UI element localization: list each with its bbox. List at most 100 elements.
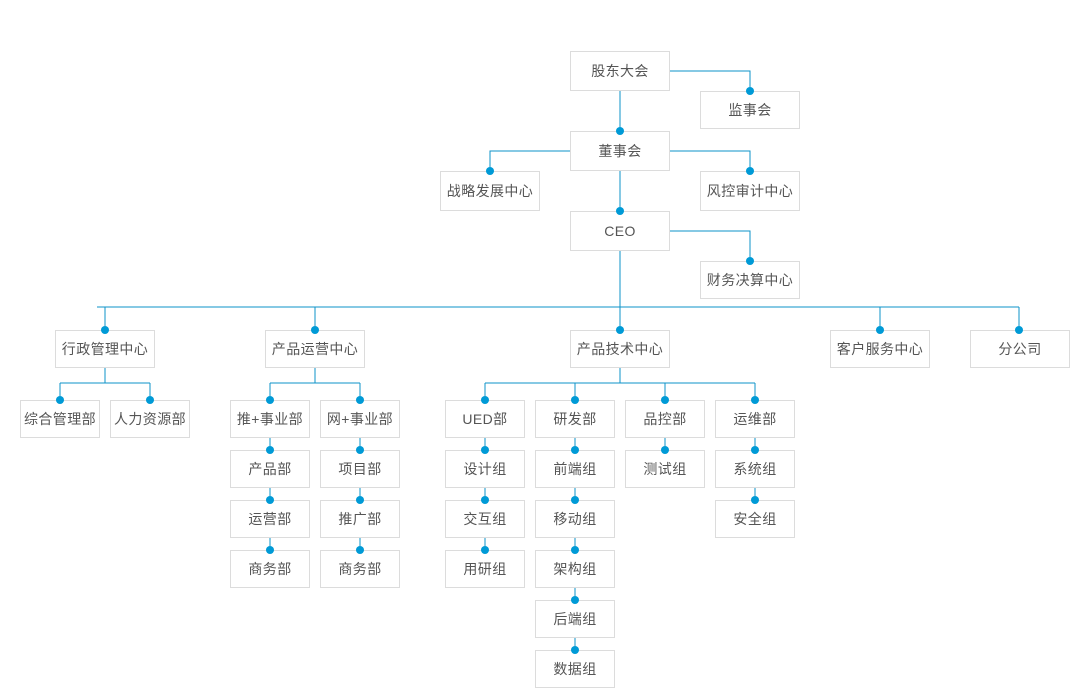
org-node-ops-a3[interactable]: 运营部 (230, 500, 310, 538)
connector-dot-dot-branch (1015, 326, 1023, 334)
org-node-label: 交互组 (463, 511, 507, 527)
connector-dot-dot-ceo (616, 207, 624, 215)
org-node-label: 前端组 (553, 461, 597, 477)
connector-dot-dot-tech-b1 (571, 396, 579, 404)
org-node-supervisors[interactable]: 监事会 (700, 91, 800, 129)
connector-dot-dot-tech-b5 (571, 596, 579, 604)
connector-dot-dot-ops-a1 (266, 396, 274, 404)
org-node-label: 商务部 (338, 561, 382, 577)
org-node-label: 产品技术中心 (576, 341, 664, 357)
org-node-shareholders[interactable]: 股东大会 (570, 51, 670, 91)
org-node-label: 研发部 (553, 411, 597, 427)
org-node-finance[interactable]: 财务决算中心 (700, 261, 800, 299)
connector-dot-dot-ops-b2 (356, 446, 364, 454)
org-node-label: 用研组 (463, 561, 507, 577)
org-node-label: 股东大会 (591, 63, 649, 79)
org-node-ops-a2[interactable]: 产品部 (230, 450, 310, 488)
org-node-admin-1[interactable]: 综合管理部 (20, 400, 100, 438)
connector-dot-dot-tech-d2 (751, 446, 759, 454)
connector-dot-dot-tech-d3 (751, 496, 759, 504)
org-node-label: 分公司 (998, 341, 1042, 357)
org-node-ops-b4[interactable]: 商务部 (320, 550, 400, 588)
org-node-label: 网+事业部 (326, 411, 394, 427)
org-node-ops-a4[interactable]: 商务部 (230, 550, 310, 588)
org-node-label: 董事会 (598, 143, 642, 159)
org-node-label: 行政管理中心 (61, 341, 149, 357)
org-node-label: 后端组 (553, 611, 597, 627)
org-node-tech-b6[interactable]: 数据组 (535, 650, 615, 688)
org-node-custsvc[interactable]: 客户服务中心 (830, 330, 930, 368)
org-node-tech-c1[interactable]: 品控部 (625, 400, 705, 438)
org-node-tech-d3[interactable]: 安全组 (715, 500, 795, 538)
org-node-tech-b1[interactable]: 研发部 (535, 400, 615, 438)
connector-dot-dot-riskaudit (746, 167, 754, 175)
org-node-tech-a2[interactable]: 设计组 (445, 450, 525, 488)
connector-dot-dot-board (616, 127, 624, 135)
org-node-ceo[interactable]: CEO (570, 211, 670, 251)
org-node-label: 设计组 (463, 461, 507, 477)
org-node-label: 架构组 (553, 561, 597, 577)
org-node-label: 运营部 (248, 511, 292, 527)
connector-dot-dot-tech-c1 (661, 396, 669, 404)
connector-dot-dot-tech-d1 (751, 396, 759, 404)
org-node-ops-b2[interactable]: 项目部 (320, 450, 400, 488)
connector-dot-dot-ops-b4 (356, 546, 364, 554)
org-node-label: 数据组 (553, 661, 597, 677)
connector-dot-dot-prodtech (616, 326, 624, 334)
connector-dot-dot-admin (101, 326, 109, 334)
connector-dot-dot-custsvc (876, 326, 884, 334)
org-node-label: 风控审计中心 (706, 183, 794, 199)
org-node-tech-b4[interactable]: 架构组 (535, 550, 615, 588)
connector-dot-dot-tech-a3 (481, 496, 489, 504)
org-node-label: CEO (604, 223, 636, 239)
connector-dot-dot-tech-a4 (481, 546, 489, 554)
org-node-label: 运维部 (733, 411, 777, 427)
org-node-label: 系统组 (733, 461, 777, 477)
org-node-tech-c2[interactable]: 测试组 (625, 450, 705, 488)
org-node-label: 战略发展中心 (446, 183, 534, 199)
connector-dot-dot-tech-c2 (661, 446, 669, 454)
org-node-board[interactable]: 董事会 (570, 131, 670, 171)
org-node-label: 项目部 (338, 461, 382, 477)
org-node-riskaudit[interactable]: 风控审计中心 (700, 171, 800, 211)
org-node-strategy[interactable]: 战略发展中心 (440, 171, 540, 211)
connector-dot-dot-tech-b2 (571, 446, 579, 454)
connector-dot-dot-tech-b3 (571, 496, 579, 504)
org-node-tech-b2[interactable]: 前端组 (535, 450, 615, 488)
org-node-ops-b3[interactable]: 推广部 (320, 500, 400, 538)
org-node-label: 监事会 (728, 102, 772, 118)
org-node-prodtech[interactable]: 产品技术中心 (570, 330, 670, 368)
connector-dot-dot-ops-a2 (266, 446, 274, 454)
connector-dot-dot-ops-a4 (266, 546, 274, 554)
connector-board-to-riskaudit (670, 150, 751, 171)
org-node-label: 安全组 (733, 511, 777, 527)
org-node-tech-a3[interactable]: 交互组 (445, 500, 525, 538)
org-node-tech-d2[interactable]: 系统组 (715, 450, 795, 488)
org-node-admin[interactable]: 行政管理中心 (55, 330, 155, 368)
org-node-tech-a1[interactable]: UED部 (445, 400, 525, 438)
connector-board-to-strategy (489, 150, 570, 171)
org-node-label: 移动组 (553, 511, 597, 527)
org-node-ops-b1[interactable]: 网+事业部 (320, 400, 400, 438)
org-node-label: 综合管理部 (24, 411, 96, 427)
org-node-label: 推+事业部 (236, 411, 304, 427)
org-node-tech-a4[interactable]: 用研组 (445, 550, 525, 588)
connector-dot-dot-tech-b4 (571, 546, 579, 554)
org-node-tech-d1[interactable]: 运维部 (715, 400, 795, 438)
org-node-label: 测试组 (643, 461, 687, 477)
connector-dot-dot-prodops (311, 326, 319, 334)
org-node-branch[interactable]: 分公司 (970, 330, 1070, 368)
connector-dot-dot-ops-b1 (356, 396, 364, 404)
connector-dot-dot-ops-a3 (266, 496, 274, 504)
org-node-prodops[interactable]: 产品运营中心 (265, 330, 365, 368)
org-node-tech-b5[interactable]: 后端组 (535, 600, 615, 638)
connector-dot-dot-tech-a2 (481, 446, 489, 454)
connector-dot-dot-strategy (486, 167, 494, 175)
org-node-ops-a1[interactable]: 推+事业部 (230, 400, 310, 438)
org-node-admin-2[interactable]: 人力资源部 (110, 400, 190, 438)
org-node-label: 商务部 (248, 561, 292, 577)
org-node-label: 产品部 (248, 461, 292, 477)
connector-dot-dot-supervisors (746, 87, 754, 95)
org-node-tech-b3[interactable]: 移动组 (535, 500, 615, 538)
org-node-label: 推广部 (338, 511, 382, 527)
